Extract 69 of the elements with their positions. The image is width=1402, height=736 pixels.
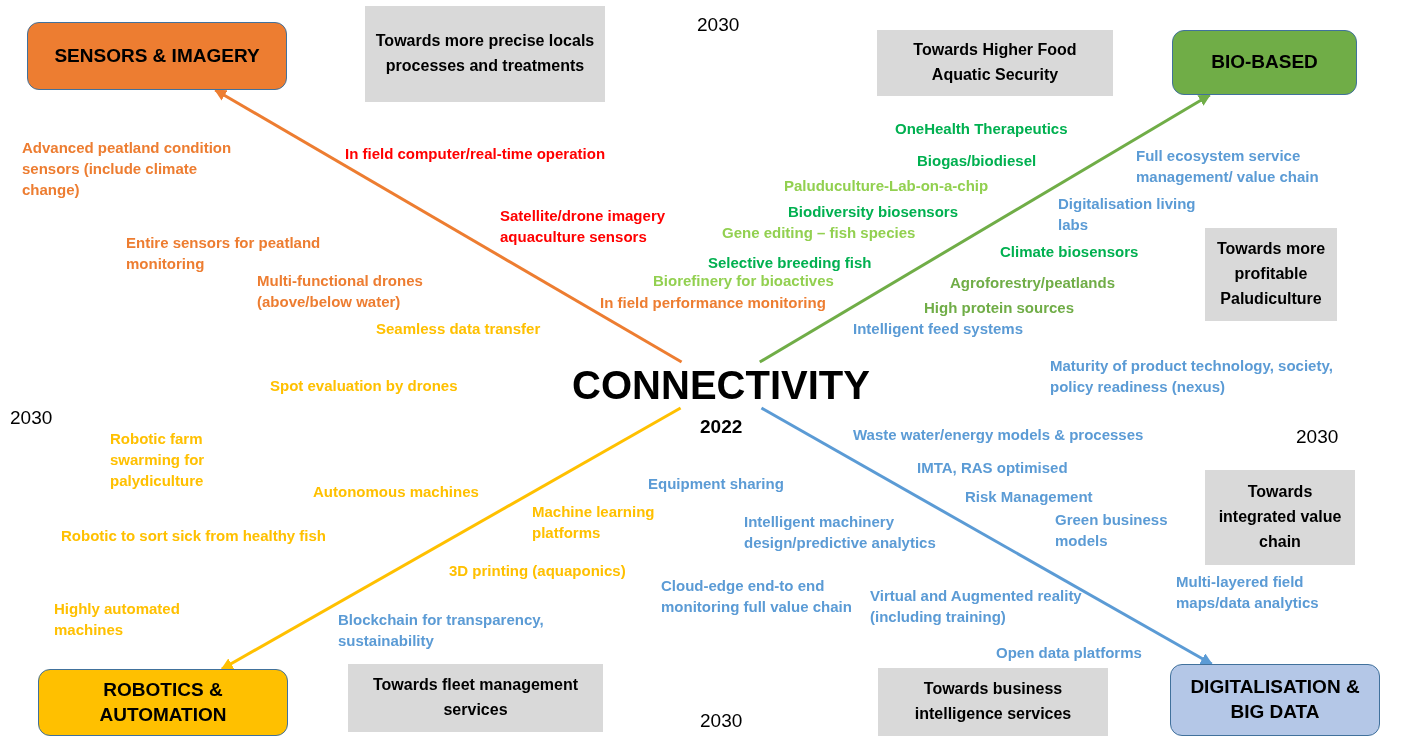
- technology-text: Highly automated machines: [54, 599, 181, 640]
- technology-text: Biogas/biodiesel: [917, 151, 1037, 171]
- technology-text: Waste water/energy models & processes: [853, 425, 1144, 445]
- technology-text: Paluduculture-Lab-on-a-chip: [784, 176, 989, 196]
- arrow: [759, 93, 1211, 364]
- arrow: [214, 88, 683, 364]
- technology-text: Autonomous machines: [313, 482, 479, 502]
- goal-text: Towards more precise locals processes and treatments: [374, 31, 596, 76]
- goal-box: [365, 6, 605, 102]
- year-label: 2030: [1296, 425, 1339, 449]
- technology-text: Risk Management: [965, 487, 1093, 507]
- category-title: BIO-BASED: [1211, 50, 1318, 75]
- technology-text: Selective breeding fish: [708, 253, 872, 273]
- technology-text: High protein sources: [924, 298, 1075, 318]
- technology-text: IMTA, RAS optimised: [917, 458, 1068, 478]
- technology-text: Full ecosystem service management/ value chain: [1136, 146, 1320, 187]
- technology-text: 3D printing (aquaponics): [449, 561, 626, 581]
- category-box: [38, 669, 288, 736]
- goal-box: [1205, 228, 1337, 321]
- goal-box: [1205, 470, 1355, 565]
- category-title: ROBOTICS & AUTOMATION: [98, 677, 228, 727]
- category-box: [27, 22, 287, 90]
- technology-text: Open data platforms: [996, 643, 1142, 663]
- technology-text: Biorefinery for bioactives: [653, 271, 834, 291]
- technology-text: Green business models: [1055, 510, 1169, 551]
- goal-box: [877, 30, 1113, 96]
- year-label: 2030: [700, 709, 743, 733]
- technology-text: Climate biosensors: [1000, 242, 1139, 262]
- technology-text: In field performance monitoring: [600, 293, 826, 313]
- category-box: [1170, 664, 1380, 736]
- technology-text: Multi-functional drones (above/below water): [257, 271, 424, 312]
- technology-text: Machine learning platforms: [532, 502, 656, 543]
- year-label: 2030: [697, 13, 740, 37]
- technology-text: Virtual and Augmented reality (including training): [870, 586, 1083, 627]
- technology-text: Equipment sharing: [648, 474, 784, 494]
- technology-text: Spot evaluation by drones: [270, 376, 459, 396]
- technology-text: Robotic to sort sick from healthy fish: [61, 526, 327, 546]
- goal-text: Towards Higher Food Aquatic Security: [912, 40, 1078, 85]
- technology-text: Intelligent feed systems: [853, 319, 1024, 339]
- technology-text: Advanced peatland condition sensors (include climate change): [22, 138, 233, 200]
- technology-text: Robotic farm swarming for palydiculture: [110, 429, 206, 491]
- goal-text: Towards business intelligence services: [913, 679, 1073, 724]
- technology-text: Gene editing – fish species: [722, 223, 916, 243]
- technology-text: Digitalisation living labs: [1058, 194, 1197, 235]
- goal-text: Towards fleet management services: [371, 675, 580, 720]
- year-label: 2030: [10, 406, 53, 430]
- technology-text: Maturity of product technology, society, policy readiness (nexus): [1050, 356, 1334, 397]
- goal-box: [878, 668, 1108, 736]
- technology-text: Cloud-edge end-to end monitoring full value chain: [661, 576, 853, 617]
- category-title: DIGITALISATION & BIG DATA: [1189, 675, 1361, 724]
- technology-text: Seamless data transfer: [376, 319, 541, 339]
- technology-text: Multi-layered field maps/data analytics: [1176, 572, 1320, 613]
- technology-text: Intelligent machinery design/predictive analytics: [744, 512, 937, 553]
- technology-text: In field computer/real-time operation: [345, 144, 606, 164]
- hub-title: CONNECTIVITY: [572, 362, 870, 408]
- goal-box: [348, 664, 603, 732]
- technology-text: Biodiversity biosensors: [788, 202, 959, 222]
- year-label: 2022: [700, 416, 743, 438]
- goal-text: Towards more profitable Paludiculture: [1215, 239, 1327, 309]
- technology-text: OneHealth Therapeutics: [895, 119, 1068, 139]
- arrow: [760, 406, 1213, 666]
- technology-text: Agroforestry/peatlands: [950, 273, 1116, 293]
- technology-text: Entire sensors for peatland monitoring: [126, 233, 322, 274]
- category-title: SENSORS & IMAGERY: [54, 43, 260, 68]
- technology-text: Satellite/drone imagery aquaculture sensors: [500, 206, 667, 247]
- category-box: [1172, 30, 1357, 95]
- goal-text: Towards integrated value chain: [1217, 482, 1343, 552]
- arrow: [220, 406, 682, 671]
- technology-text: Blockchain for transparency, sustainability: [338, 610, 545, 651]
